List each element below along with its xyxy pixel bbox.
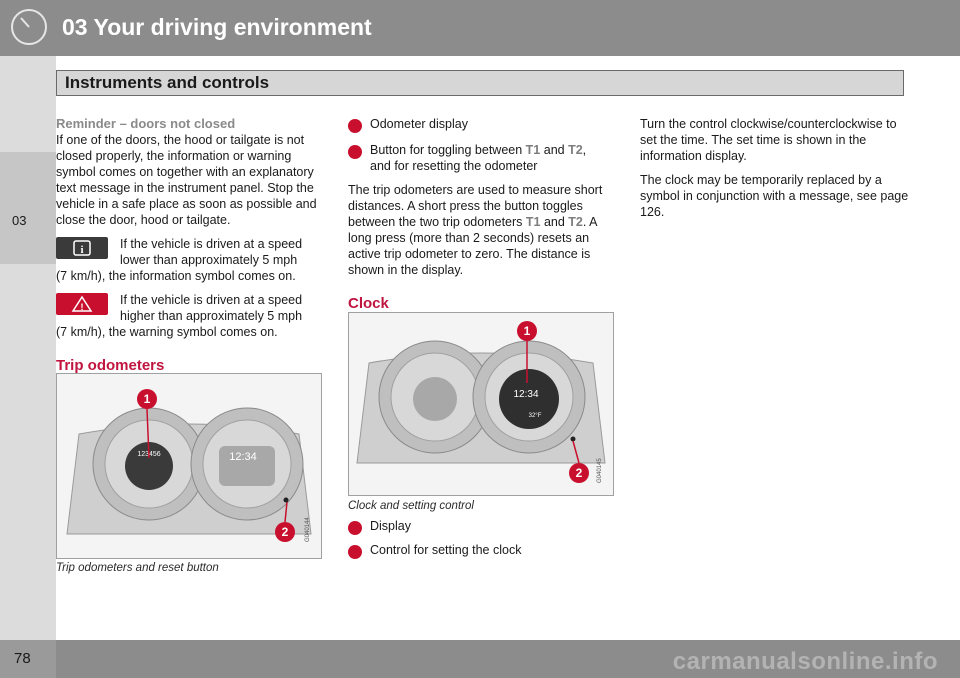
trip-odometer-paragraph: The trip odometers are used to measure s… (348, 182, 616, 278)
info-symbol-line2: lower than approximately 5 mph (120, 253, 298, 267)
section-title: Instruments and controls (65, 73, 270, 92)
section-title-bar: Instruments and controls (56, 70, 904, 96)
info-symbol-line3: (7 km/h), the information symbol comes o… (56, 269, 296, 283)
reminder-body: If one of the doors, the hood or tailgat… (56, 133, 317, 227)
chapter-title: 03 Your driving environment (62, 14, 372, 40)
number-badge-2 (348, 545, 362, 559)
warning-symbol-line3: (7 km/h), the warning symbol comes on. (56, 325, 278, 339)
number-badge-1 (348, 521, 362, 535)
figure2-code: G040145 (597, 458, 603, 483)
toggle-button-text-line2: and for resetting the odometer (370, 159, 538, 173)
column-left: Reminder – doors not closed If one of th… (56, 116, 322, 374)
warning-symbol-line2: higher than approximately 5 mph (120, 309, 303, 323)
column-right: Turn the control clockwise/counterclockw… (640, 116, 916, 220)
info-symbol-note: i If the vehicle is driven at a speed lo… (56, 236, 322, 284)
legend-item-clock-control: Control for setting the clock (348, 542, 521, 560)
number-badge-1 (348, 119, 362, 133)
figure1-callout-1: 1 (144, 392, 151, 406)
instrument-cluster-illustration: 12:34 123456 1 2 G040144 (66, 389, 312, 542)
page-footer-tab (0, 640, 56, 678)
figure1-code: G040144 (305, 517, 311, 542)
chapter-tab (0, 152, 56, 264)
toggle-button-t1: T1 (525, 143, 541, 157)
figure1-clock-display: 12:34 (229, 451, 257, 463)
trip-para-mid: and (540, 215, 569, 229)
warning-symbol-note: ! If the vehicle is driven at a speed hi… (56, 292, 322, 340)
reminder-heading: Reminder – doors not closed (56, 116, 236, 131)
figure1-callout-2: 2 (282, 525, 289, 539)
toggle-button-text-post: , (582, 143, 587, 157)
legend-item-clock-control-text: Control for setting the clock (370, 543, 522, 557)
chapter-number: 03 (12, 213, 27, 228)
page-number: 78 (14, 650, 31, 667)
column-middle: Odometer display Button for toggling bet… (348, 116, 616, 312)
toggle-button-t2: T2 (568, 143, 583, 157)
toggle-button-text-mid: and (540, 143, 569, 157)
clock-heading: Clock (348, 295, 389, 312)
info-symbol-line1: If the vehicle is driven at a speed (120, 237, 303, 251)
gauge-icon (11, 9, 47, 45)
page-footer (0, 640, 960, 678)
watermark: carmanualsonline.info (672, 648, 938, 675)
figure2-clock-display: 12:34 (513, 389, 538, 400)
clock-figure-caption: Clock and setting control (348, 500, 474, 512)
trip-para-pre: The trip odometers are used to measure s… (348, 183, 603, 229)
legend-item-toggle-button: Button for toggling between T1 and T2, a… (348, 142, 616, 174)
figure2-callout-2: 2 (576, 466, 583, 480)
chapter-sidebar (0, 56, 56, 640)
clock-setting-paragraph: Turn the control clockwise/counterclockw… (640, 117, 897, 163)
clock-figure: 12:34 32°F 1 2 G040145 (348, 312, 614, 496)
number-badge-2 (348, 145, 362, 159)
chapter-header-bar: 03 Your driving environment (0, 0, 960, 56)
trip-para-t1: T1 (525, 215, 541, 229)
legend-item-odometer: Odometer display (348, 116, 616, 134)
clock-cluster-illustration: 12:34 32°F 1 2 G040145 (356, 321, 606, 483)
warning-symbol-icon: ! (56, 293, 108, 315)
trip-odometer-figure: 12:34 123456 1 2 G040144 (56, 373, 322, 559)
trip-para-post: . A long press (more than 2 seconds) res… (348, 215, 597, 277)
figure2-callout-1: 1 (524, 324, 531, 338)
clock-replaced-paragraph: The clock may be temporarily replaced by… (640, 173, 909, 219)
legend-item-display-text: Display (370, 519, 411, 533)
information-symbol-icon: i (56, 237, 108, 259)
svg-text:!: ! (81, 302, 84, 312)
clock-legend: Display Control for setting the clock (348, 518, 521, 560)
trip-odometers-heading: Trip odometers (56, 357, 165, 374)
warning-symbol-line1: If the vehicle is driven at a speed (120, 293, 303, 307)
trip-para-t2: T2 (568, 215, 583, 229)
legend-item-odometer-text: Odometer display (370, 117, 468, 131)
toggle-button-text-pre: Button for toggling between (370, 143, 526, 157)
trip-odometer-figure-caption: Trip odometers and reset button (56, 562, 219, 574)
legend-item-display: Display (348, 518, 521, 536)
svg-text:i: i (80, 244, 83, 256)
figure2-temperature-display: 32°F (529, 413, 542, 419)
